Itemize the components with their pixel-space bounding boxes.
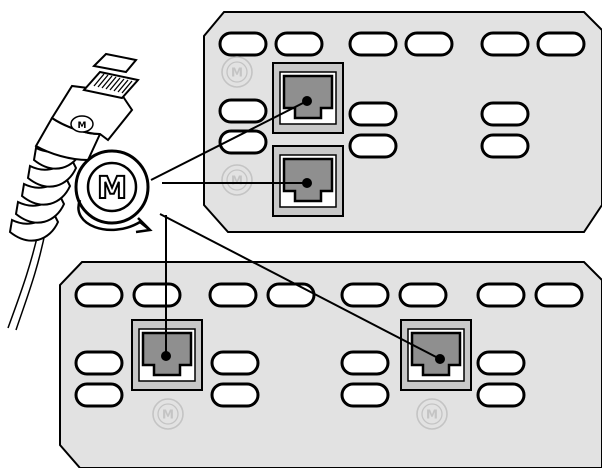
slot [340,282,390,308]
slot [348,133,398,159]
slot [340,382,390,408]
connection-dot [302,96,312,106]
slot [480,101,530,127]
slot [398,282,448,308]
watermark-logo-icon [221,56,253,88]
slot [218,98,268,124]
slot [480,31,530,57]
bottom-panel-plate [59,261,602,468]
watermark-logo-icon [416,398,448,430]
connection-dot [161,351,171,361]
slot [74,282,124,308]
rj45-plug-icon: M [7,52,140,331]
connection-line [150,100,308,181]
slot [348,31,398,57]
top-patch-panel [203,11,602,233]
slot [210,350,260,376]
slot [476,282,526,308]
connection-dot [302,178,312,188]
bottom-patch-panel [59,261,602,468]
slot [74,350,124,376]
slot [274,31,324,57]
slot [480,133,530,159]
m-logo-letter: M [97,171,127,206]
m-logo-icon: M [74,149,153,234]
watermark-logo-icon [152,398,184,430]
connection-lines [150,100,441,360]
slot [536,31,586,57]
slot [340,350,390,376]
slot [348,101,398,127]
connection-line [159,213,441,360]
slot [476,350,526,376]
slot [210,382,260,408]
slot [476,382,526,408]
connection-dots [161,96,445,364]
slot [534,282,584,308]
rj45-jack-icon [399,318,473,392]
slot [218,31,268,57]
slot [208,282,258,308]
slot [266,282,316,308]
slot [132,282,182,308]
connection-dot [435,354,445,364]
slot [74,382,124,408]
watermark-logo-icon [221,164,253,196]
slot [404,31,454,57]
svg-text:M: M [78,121,87,131]
